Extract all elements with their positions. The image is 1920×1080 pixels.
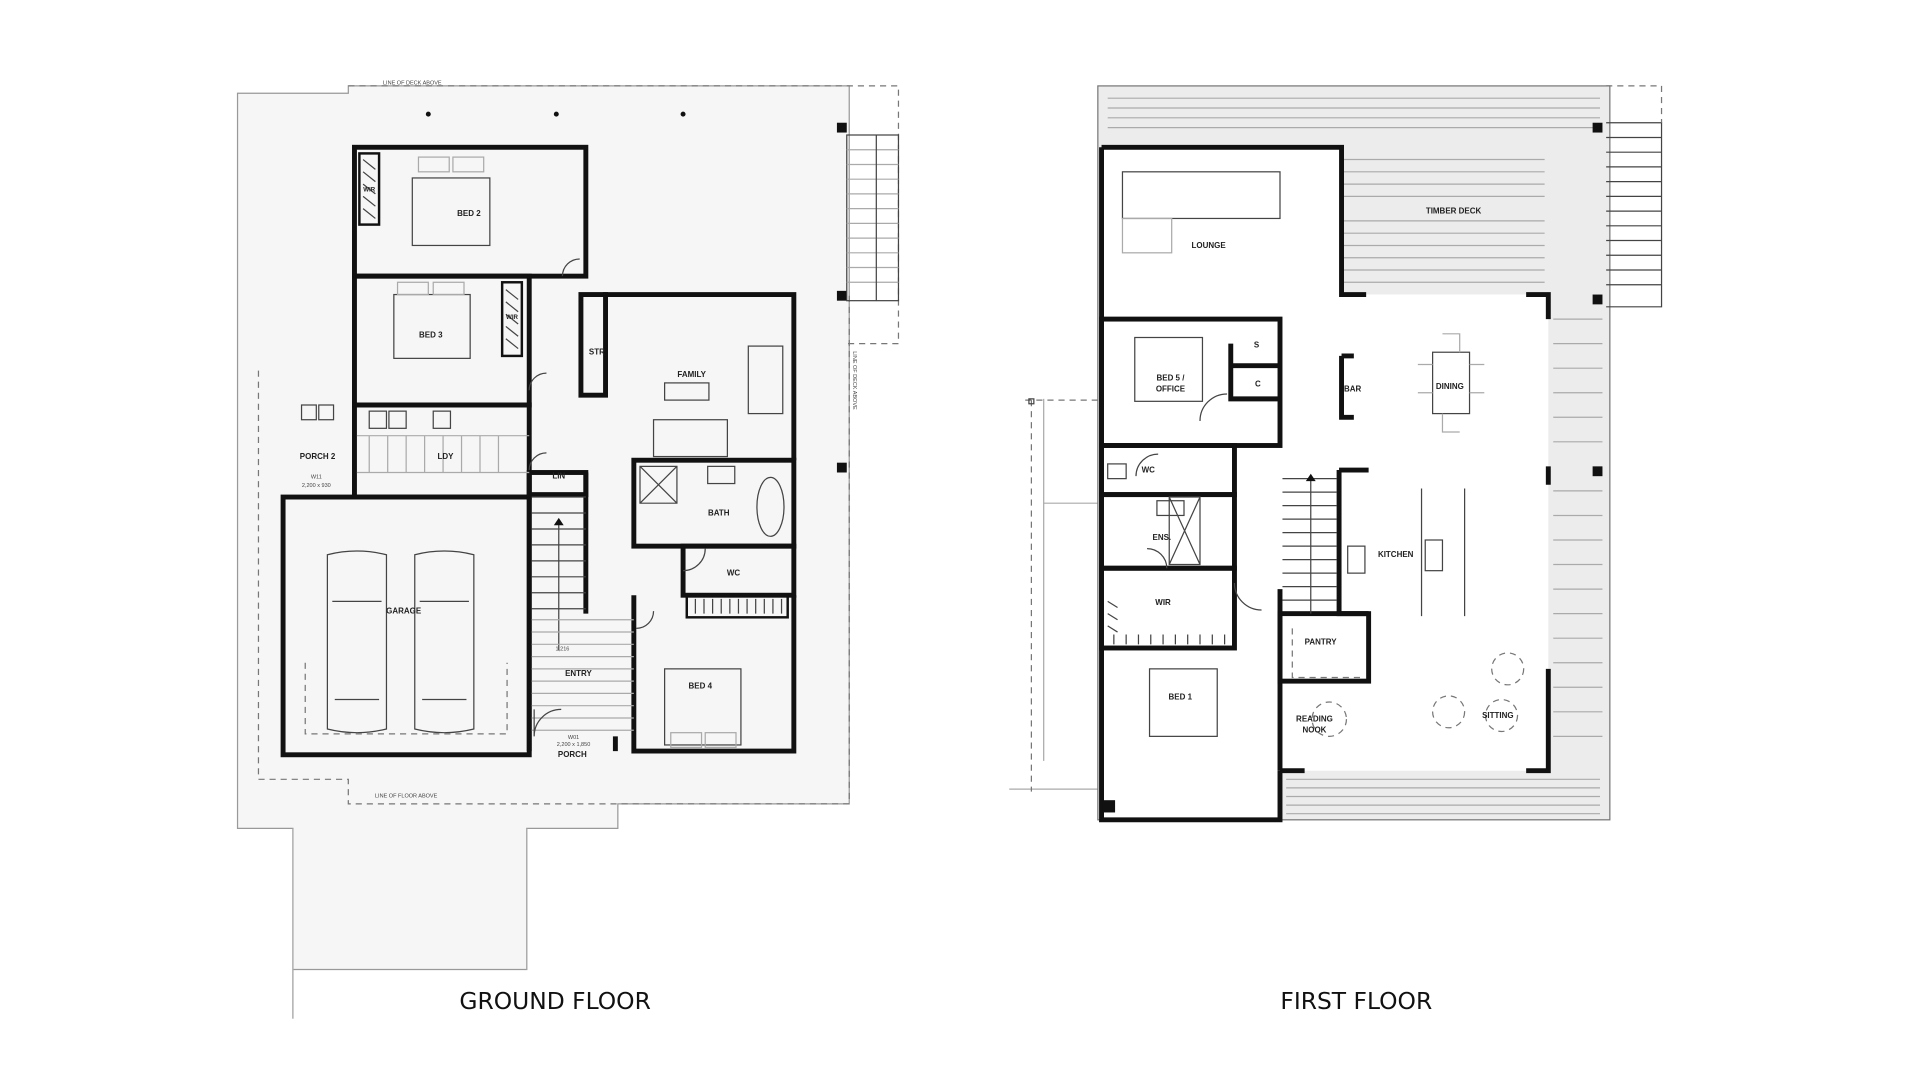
first-doors [1135, 393, 1262, 611]
label-lounge: LOUNGE [1192, 241, 1226, 250]
label-bed-3: BED 3 [419, 331, 443, 340]
first-walls [1099, 144, 1551, 823]
porch-window-tag: W01 [568, 735, 579, 741]
ground-floor-caption: GROUND FLOOR [459, 987, 650, 1015]
label-nook: NOOK [1302, 726, 1326, 735]
label-entry: ENTRY [565, 669, 592, 678]
label-first-wir: WIR [1155, 598, 1171, 607]
label-porch: PORCH [558, 750, 587, 759]
label-linen: LIN [552, 472, 565, 481]
label-first-wc: WC [1142, 466, 1156, 475]
label-cupboard: C [1255, 380, 1261, 389]
ground-stairs [531, 496, 634, 731]
label-bed-1: BED 1 [1169, 693, 1193, 702]
first-furniture [1107, 171, 1525, 737]
label-pantry: PANTRY [1305, 637, 1338, 646]
label-bar: BAR [1344, 385, 1362, 394]
entry-dimension: 1,216 [556, 646, 570, 652]
wardrobes [358, 152, 789, 619]
label-laundry: LDY [438, 452, 455, 461]
ground-outline-below [1009, 398, 1098, 790]
label-bed-5: BED 5 / [1156, 373, 1185, 382]
deck-posts [425, 111, 847, 473]
label-store: STR [589, 348, 605, 357]
site-boundary [236, 85, 850, 1019]
first-floor-caption: FIRST FLOOR [1280, 987, 1432, 1015]
line-of-deck-label: LINE OF DECK ABOVE [383, 81, 442, 87]
interior-floor [1101, 147, 1549, 820]
room-linen [526, 470, 589, 498]
label-timber-deck: TIMBER DECK [1426, 207, 1482, 216]
deck-stairs-right [1606, 122, 1663, 308]
porch-2-window-tag: W11 [311, 475, 322, 481]
porch-window-size: 2,200 x 1,850 [557, 742, 590, 748]
label-family: FAMILY [677, 370, 706, 379]
deck-stairs [846, 134, 900, 302]
label-kitchen: KITCHEN [1378, 550, 1414, 559]
label-office: OFFICE [1156, 385, 1185, 394]
label-dining: DINING [1436, 382, 1464, 391]
porch-2-window-size: 2,200 x 930 [302, 483, 331, 489]
label-wc: WC [727, 569, 741, 578]
deck-boards [1107, 97, 1603, 815]
label-bed-2: BED 2 [457, 209, 481, 218]
label-bath: BATH [708, 508, 730, 517]
room-store [578, 292, 608, 398]
ground-furniture [300, 156, 785, 749]
line-of-floor-above [257, 294, 850, 805]
label-bed-4: BED 4 [689, 682, 713, 691]
ground-walls [280, 144, 797, 758]
label-bed-2-wir: WIR [363, 186, 376, 193]
garage-cars [304, 550, 508, 735]
corner-posts [1102, 122, 1603, 813]
first-floor-plan: LOUNGE TIMBER DECK BED 5 / OFFICE S C BA… [1009, 85, 1663, 1015]
room-family [603, 292, 797, 461]
label-reading: READING [1296, 715, 1333, 724]
doors [528, 258, 706, 737]
first-stairs [1282, 473, 1337, 614]
ground-floor-plan: LINE OF DECK ABOVE LINE OF FLOOR ABOVE L… [236, 81, 900, 1019]
label-garage: GARAGE [386, 607, 421, 616]
label-bed-3-wir: WIR [506, 314, 519, 321]
bathtub [756, 476, 785, 537]
line-of-deck-side-label: LINE OF DECK ABOVE [851, 351, 857, 410]
line-of-floor-label: LINE OF FLOOR ABOVE [375, 794, 438, 800]
label-sitting: SITTING [1482, 711, 1513, 720]
label-storage: S [1254, 340, 1259, 349]
room-bed-4 [631, 595, 797, 754]
label-ensuite: ENS. [1153, 533, 1172, 542]
label-porch-2: PORCH 2 [300, 452, 336, 461]
